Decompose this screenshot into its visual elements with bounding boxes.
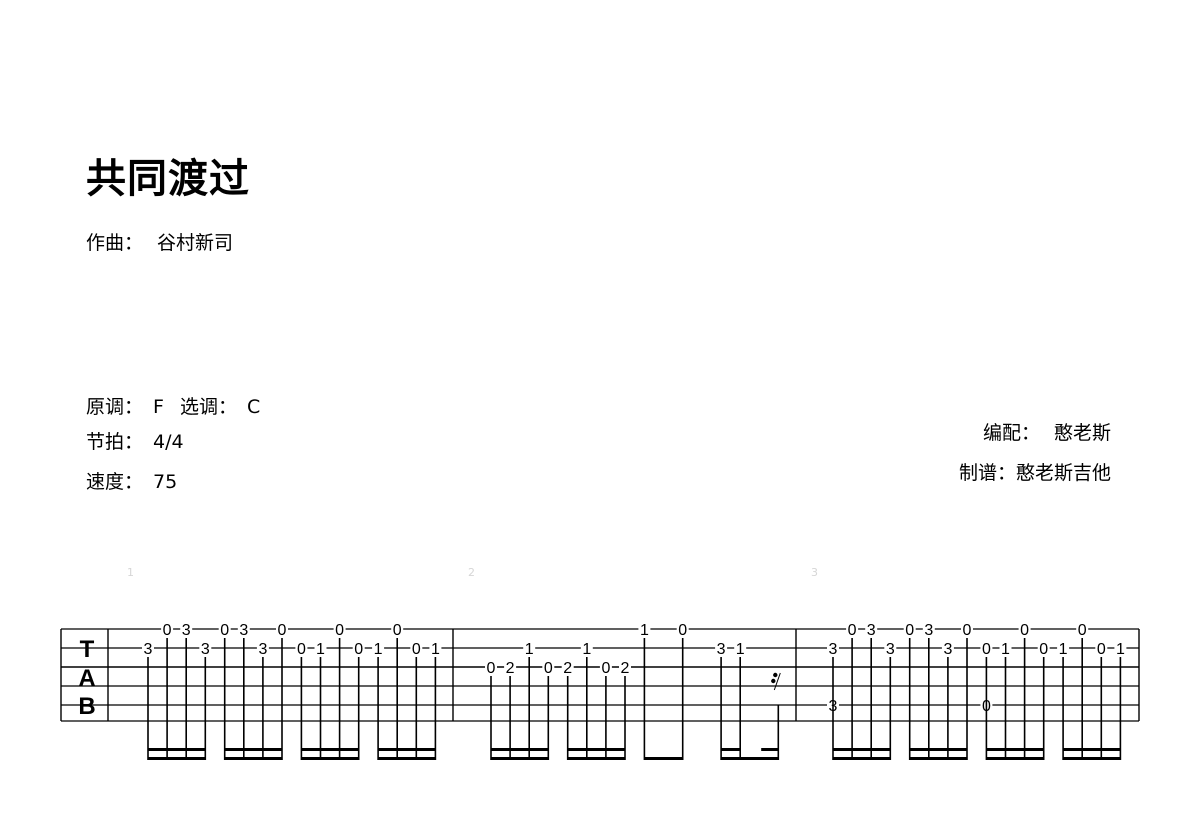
composer-label: 作曲： — [86, 232, 144, 254]
fret-number: 0 — [1078, 622, 1087, 639]
time-signature-label: 节拍： — [86, 431, 144, 453]
fret-number: 2 — [621, 660, 630, 677]
tab-clef-a: A — [78, 665, 95, 692]
tempo-label: 速度： — [86, 471, 144, 493]
transcriber-value: 憨老斯吉他 — [1015, 462, 1111, 484]
fret-number: 0 — [848, 622, 857, 639]
fret-number: 3 — [829, 641, 838, 658]
fret-number: 1 — [431, 641, 440, 658]
rhythm-stems — [147, 638, 1122, 760]
tab-clef-t: T — [80, 636, 95, 663]
fret-number: 0 — [163, 622, 172, 639]
arranger-line: 编配： 憨老斯 — [983, 418, 1111, 445]
tempo-line: 速度： 75 — [86, 467, 177, 494]
fret-number: 0 — [982, 641, 991, 658]
time-signature-value: 4/4 — [153, 431, 184, 453]
arranger-value: 憨老斯 — [1053, 422, 1111, 444]
original-key-value: F — [153, 396, 164, 418]
measure-number-3: 3 — [811, 566, 818, 579]
fret-number: 0 — [487, 660, 496, 677]
fret-number: 3 — [717, 641, 726, 658]
tab-notes: 3033033001001001021021021031330330330001… — [142, 621, 1127, 715]
fret-number: 2 — [506, 660, 515, 677]
composer-line: 作曲： 谷村新司 — [86, 228, 233, 255]
fret-number: 0 — [412, 641, 421, 658]
fret-number: 3 — [182, 622, 191, 639]
selected-key-value: C — [247, 396, 261, 418]
fret-number: 0 — [544, 660, 553, 677]
fret-number: 0 — [1097, 641, 1106, 658]
transcriber-line: 制谱：憨老斯吉他 — [959, 458, 1111, 485]
fret-number: 2 — [563, 660, 572, 677]
fret-number: 0 — [297, 641, 306, 658]
fret-number: 0 — [393, 622, 402, 639]
sixteenth-rest-icon — [773, 672, 778, 678]
fret-number: 1 — [1001, 641, 1010, 658]
fret-number: 0 — [1020, 622, 1029, 639]
fret-number: 3 — [867, 622, 876, 639]
arranger-label: 编配： — [982, 422, 1040, 444]
fret-number: 0 — [278, 622, 287, 639]
tab-clef-b: B — [78, 693, 95, 720]
original-key-label: 原调： — [86, 396, 144, 418]
transcriber-label: 制谱： — [958, 462, 1016, 484]
fret-number: 1 — [1116, 641, 1125, 658]
time-signature-line: 节拍： 4/4 — [86, 427, 184, 454]
fret-number: 1 — [582, 641, 591, 658]
fret-number: 3 — [144, 641, 153, 658]
fret-number: 0 — [220, 622, 229, 639]
fret-number: 0 — [1039, 641, 1048, 658]
fret-number: 3 — [258, 641, 267, 658]
fret-number: 0 — [354, 641, 363, 658]
fret-number: 1 — [1059, 641, 1068, 658]
composer-value: 谷村新司 — [157, 232, 234, 254]
fret-number: 0 — [905, 622, 914, 639]
song-title: 共同渡过 — [86, 156, 250, 202]
fret-number: 0 — [963, 622, 972, 639]
measure-number-2: 2 — [468, 566, 475, 579]
fret-number: 1 — [316, 641, 325, 658]
fret-number: 1 — [736, 641, 745, 658]
key-line: 原调： F 选调： C — [86, 392, 260, 419]
fret-number: 3 — [201, 641, 210, 658]
fret-number: 1 — [374, 641, 383, 658]
fret-number: 1 — [640, 622, 649, 639]
fret-number: 1 — [525, 641, 534, 658]
fret-number: 0 — [601, 660, 610, 677]
selected-key-label: 选调： — [180, 396, 238, 418]
fret-number: 3 — [924, 622, 933, 639]
tab-clef: T A B — [78, 636, 95, 720]
fret-number: 0 — [335, 622, 344, 639]
fret-number: 0 — [678, 622, 687, 639]
measure-number-1: 1 — [127, 566, 134, 579]
fret-number: 3 — [886, 641, 895, 658]
fret-number: 3 — [239, 622, 248, 639]
tempo-value: 75 — [153, 471, 178, 493]
fret-number: 3 — [943, 641, 952, 658]
